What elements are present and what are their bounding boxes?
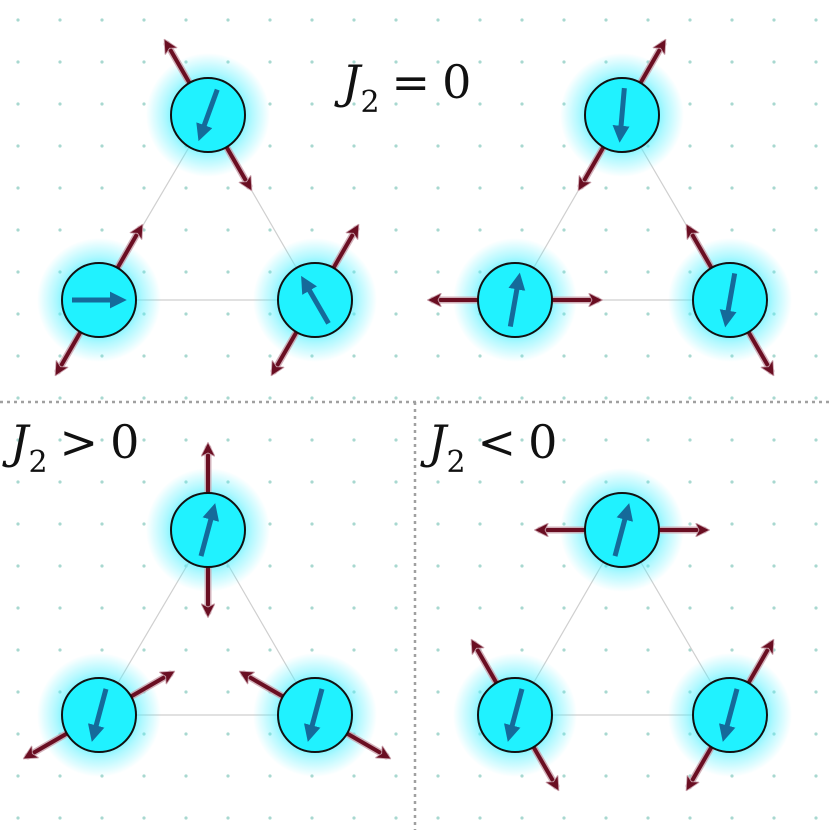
triangle (433, 44, 792, 371)
spin-arrow (303, 688, 325, 742)
spin-site-top (146, 44, 270, 186)
spin-arrow (503, 688, 525, 742)
spin-site-top (540, 468, 704, 592)
spin-site-top (146, 448, 270, 612)
spin-arrow (719, 272, 738, 328)
spin-site-right (668, 644, 792, 786)
spin-site-left (453, 644, 577, 786)
triangle (28, 448, 386, 777)
panel-j2-less-zero: J2<0 (420, 415, 792, 786)
triangle (37, 44, 377, 371)
spin-site-left (37, 229, 161, 371)
triangle (453, 468, 792, 786)
panel-j2-greater-zero: J2>0 (2, 415, 386, 777)
spin-arrow (301, 275, 331, 325)
spin-arrow (612, 503, 634, 557)
spin-site-right (244, 653, 386, 777)
spin-site-left (28, 653, 170, 777)
panel-j2-equal-zero: J2=0 (37, 44, 792, 371)
spin-arrow (196, 88, 220, 142)
spin-site-right (668, 229, 792, 371)
spin-arrow (198, 503, 220, 557)
spin-arrow (87, 688, 109, 742)
spin-arrow (612, 87, 630, 143)
spin-arrow (507, 272, 526, 328)
spin-site-right (253, 229, 377, 371)
spin-arrow (718, 688, 740, 742)
spin-site-top (560, 44, 684, 186)
spin-site-left (433, 238, 597, 362)
